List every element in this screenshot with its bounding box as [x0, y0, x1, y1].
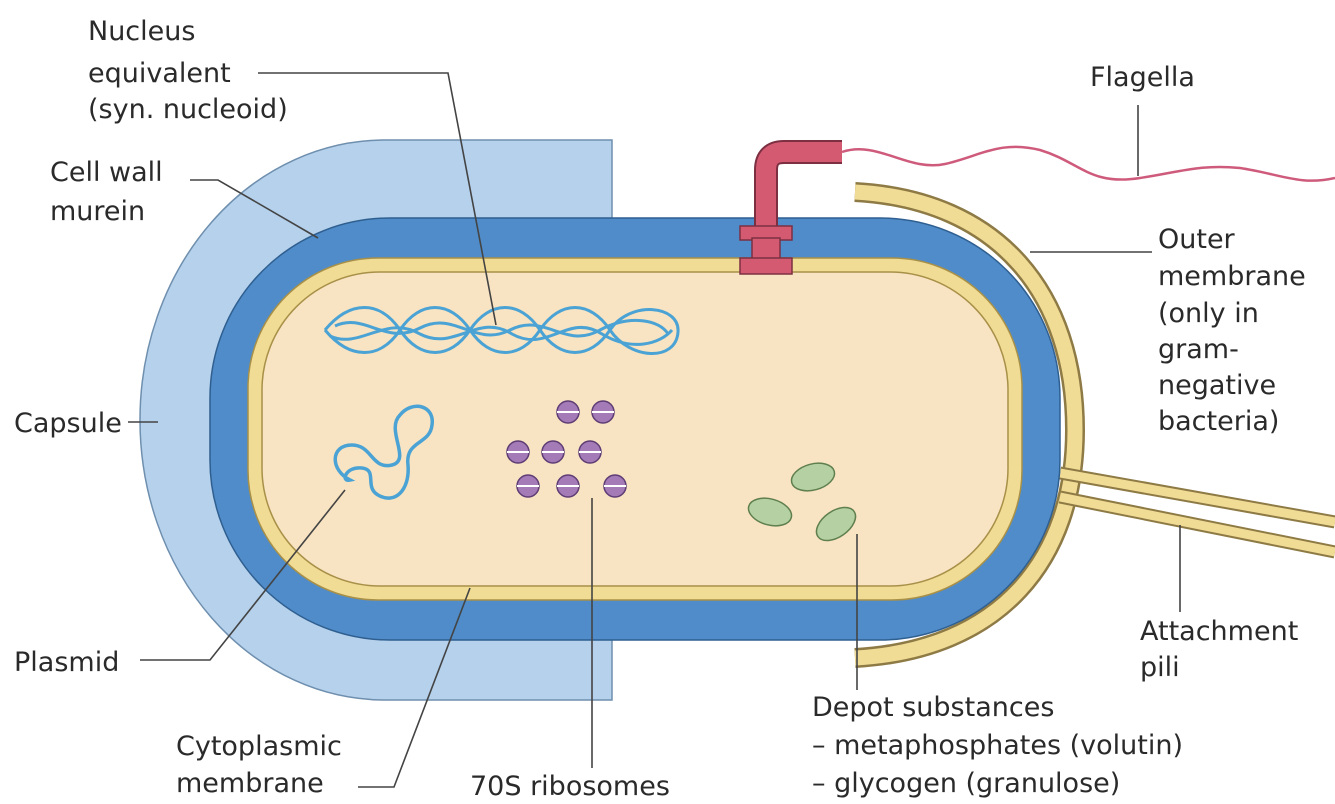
- label-70s-ribosomes: 70S ribosomes: [470, 771, 670, 802]
- ribosome: [604, 475, 626, 497]
- label-cytoplasmic-membrane: Cytoplasmic membrane: [176, 731, 350, 799]
- label-nucleus-equivalent: Nucleus equivalent (syn. nucleoid): [88, 16, 288, 125]
- attachment-pili: [1060, 473, 1335, 552]
- flagellum: [842, 147, 1335, 181]
- ribosome: [557, 401, 579, 423]
- label-capsule: Capsule: [14, 408, 122, 439]
- label-attachment-pili: Attachment pili: [1140, 616, 1307, 683]
- ribosome: [542, 441, 564, 463]
- label-cell-wall: Cell wall murein: [50, 157, 171, 227]
- label-outer-membrane: Outer membrane (only in gram- negative b…: [1158, 224, 1314, 437]
- label-plasmid: Plasmid: [14, 647, 119, 678]
- ribosome: [507, 441, 529, 463]
- label-flagella: Flagella: [1090, 62, 1195, 93]
- ribosome: [517, 475, 539, 497]
- ribosome: [557, 475, 579, 497]
- ribosome: [592, 401, 614, 423]
- ribosome: [579, 441, 601, 463]
- label-depot-substances: Depot substances – metaphosphates (volut…: [812, 692, 1192, 799]
